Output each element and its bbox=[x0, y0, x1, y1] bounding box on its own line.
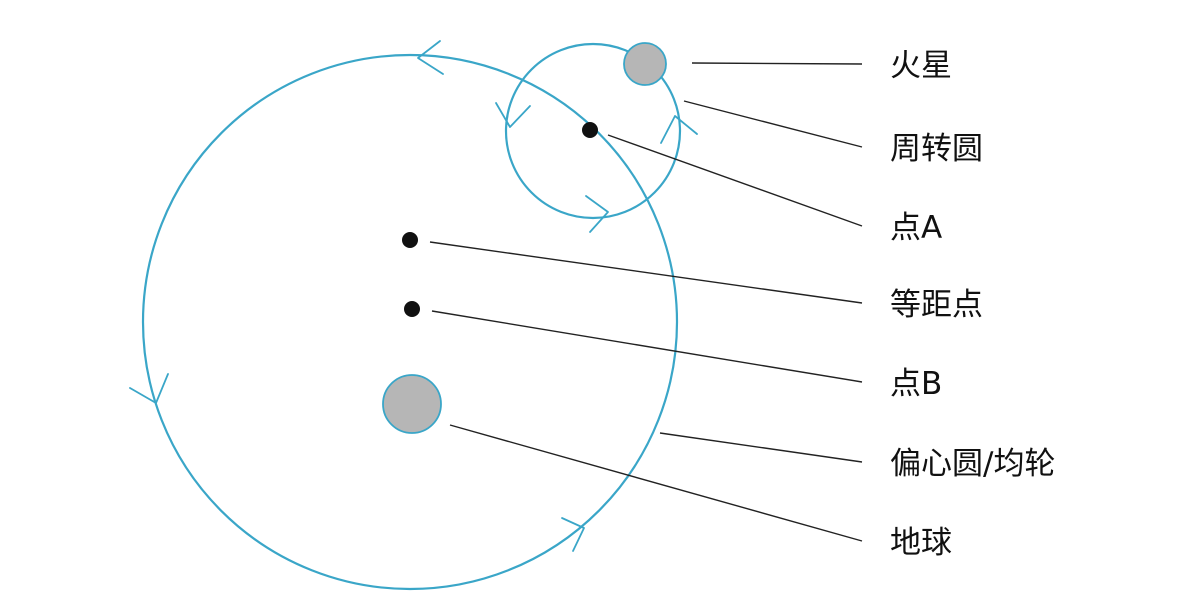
epicycle-arrow-bottom bbox=[585, 195, 609, 233]
deferent-arrow-bottom bbox=[561, 517, 585, 552]
point-b-dot bbox=[404, 301, 420, 317]
label-epicycle: 周转圆 bbox=[890, 131, 983, 167]
leader-point-a bbox=[607, 134, 863, 227]
leader-mars bbox=[691, 62, 863, 65]
deferent-circle bbox=[141, 53, 679, 591]
equant-dot bbox=[402, 232, 418, 248]
label-mars: 火星 bbox=[890, 48, 952, 84]
epicycle-arrow-right bbox=[660, 115, 698, 144]
leader-earth bbox=[449, 424, 863, 542]
leader-equant bbox=[429, 241, 863, 304]
leader-point-b bbox=[431, 310, 863, 383]
label-equant: 等距点 bbox=[890, 287, 983, 323]
deferent-arrow-top bbox=[417, 40, 444, 75]
leader-epicycle bbox=[683, 100, 863, 148]
mars-body bbox=[623, 42, 667, 86]
point-a-dot bbox=[582, 122, 598, 138]
leader-deferent bbox=[659, 432, 863, 463]
deferent-arrow-left bbox=[129, 373, 169, 404]
earth-body bbox=[382, 374, 442, 434]
epicycle-arrow-left bbox=[495, 102, 531, 128]
label-deferent: 偏心圆/均轮 bbox=[890, 446, 1055, 482]
label-earth: 地球 bbox=[890, 525, 952, 561]
epicycle-circle bbox=[504, 42, 682, 220]
label-point-b: 点B bbox=[890, 366, 942, 402]
label-point-a: 点A bbox=[890, 210, 942, 246]
